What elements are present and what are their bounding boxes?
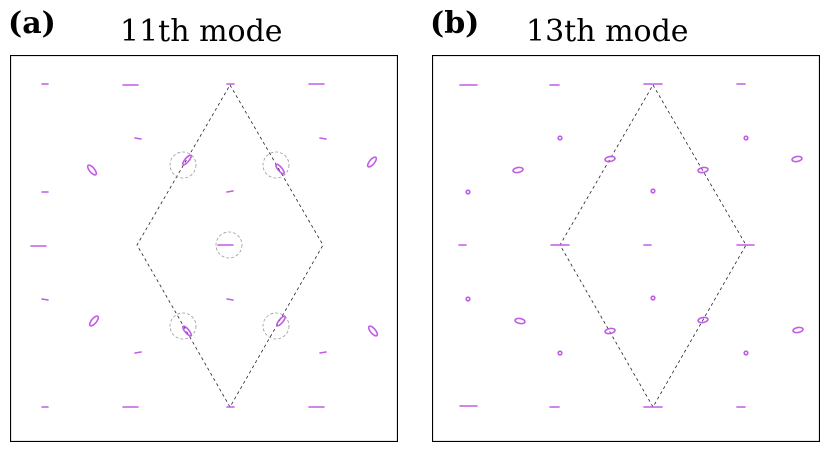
marker	[514, 317, 526, 325]
marker	[604, 155, 616, 163]
panel-a-label: (a)	[8, 6, 56, 41]
marker	[792, 326, 804, 334]
marker	[557, 350, 563, 356]
panel-b-frame	[432, 55, 820, 442]
marker	[275, 163, 285, 175]
unit-cell-rhombus	[559, 84, 747, 408]
panel-a-diagram	[10, 55, 398, 442]
marker	[366, 156, 378, 168]
marker	[465, 296, 471, 302]
marker	[182, 325, 192, 337]
marker	[367, 325, 379, 337]
panel-b-diagram	[432, 55, 820, 442]
mode-markers	[30, 83, 379, 408]
marker	[791, 155, 803, 163]
marker	[276, 315, 286, 327]
marker	[226, 190, 234, 193]
marker	[134, 137, 142, 140]
highlight-circle	[169, 312, 197, 340]
marker	[134, 351, 142, 354]
marker	[86, 164, 98, 176]
marker	[604, 327, 616, 335]
panel-a-frame	[10, 55, 398, 442]
unit-cell-rhombus	[136, 84, 324, 408]
highlight-circle	[262, 312, 290, 340]
panel-b-label: (b)	[430, 6, 480, 41]
highlight-circle	[215, 231, 243, 259]
marker	[319, 351, 327, 354]
highlight-circles	[169, 151, 290, 340]
highlight-circle	[169, 151, 197, 179]
marker	[743, 135, 749, 141]
marker	[41, 298, 49, 301]
marker	[465, 189, 471, 195]
marker	[557, 135, 563, 141]
marker	[697, 316, 709, 324]
marker	[743, 350, 749, 356]
marker	[182, 154, 192, 166]
marker	[650, 188, 656, 194]
marker	[650, 295, 656, 301]
marker	[697, 166, 709, 174]
marker	[88, 315, 100, 327]
panel-b-title: 13th mode	[526, 14, 689, 49]
marker	[512, 166, 524, 174]
marker	[226, 298, 234, 301]
marker	[319, 137, 327, 140]
panel-a-title: 11th mode	[120, 14, 283, 49]
highlight-circle	[262, 151, 290, 179]
mode-markers	[458, 83, 804, 408]
